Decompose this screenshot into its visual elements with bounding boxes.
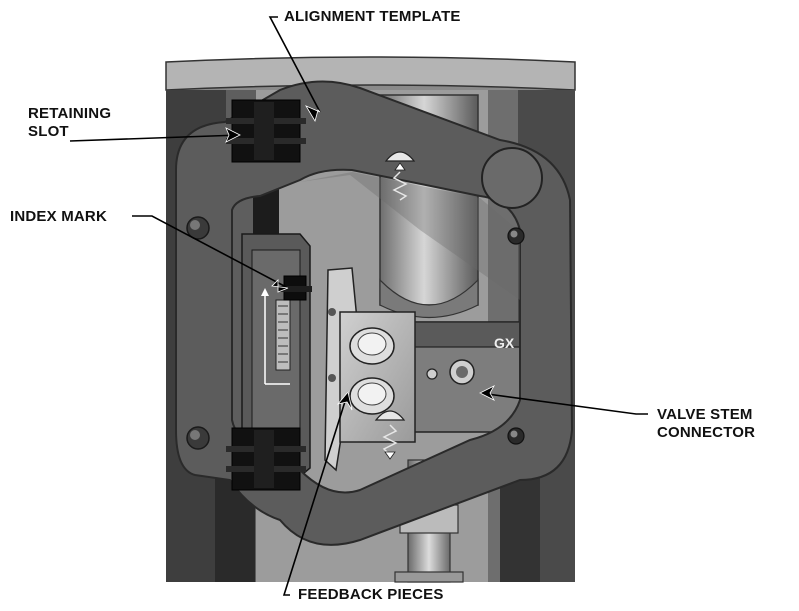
leader-alignment-template — [268, 16, 321, 123]
pivot-hole — [186, 426, 210, 450]
valve-stem-connector: GX — [404, 321, 526, 433]
label-alignment-template: ALIGNMENT TEMPLATE — [284, 8, 461, 26]
hex-bolt — [349, 327, 395, 365]
index-mark-text: INDEX MARK — [10, 208, 108, 225]
label-retaining-slot: RETAINING SLOT — [28, 105, 111, 141]
pivot-hole — [507, 427, 525, 445]
feedback-pieces-text: FEEDBACK PIECES — [298, 586, 444, 603]
retaining-slot-text-line2: SLOT — [28, 123, 69, 140]
gx-marking: GX — [494, 335, 515, 351]
label-feedback-pieces: FEEDBACK PIECES — [298, 586, 444, 604]
valve-stem-text-line2: CONNECTOR — [657, 424, 756, 441]
leader-retaining-slot — [69, 127, 241, 143]
hex-bolt — [349, 377, 395, 415]
valve-stem-text-line1: VALVE STEM — [657, 406, 753, 423]
spring-arrow-icon — [384, 151, 416, 201]
retaining-slot-text-line1: RETAINING — [28, 105, 112, 122]
retaining-clip-top — [226, 99, 306, 163]
alignment-template-text: ALIGNMENT TEMPLATE — [284, 8, 461, 25]
label-index-mark: INDEX MARK — [10, 208, 107, 226]
label-valve-stem-connector: VALVE STEM CONNECTOR — [657, 406, 755, 442]
pivot-boss — [481, 147, 543, 245]
leader-valve-stem-connector — [479, 385, 648, 415]
pivot-hole — [186, 216, 210, 240]
spring-arrow-icon — [374, 410, 406, 460]
leader-index-mark — [132, 215, 289, 293]
retaining-clip-bottom — [226, 427, 306, 491]
leader-feedback-pieces — [282, 391, 353, 596]
alignment-template — [175, 80, 574, 546]
